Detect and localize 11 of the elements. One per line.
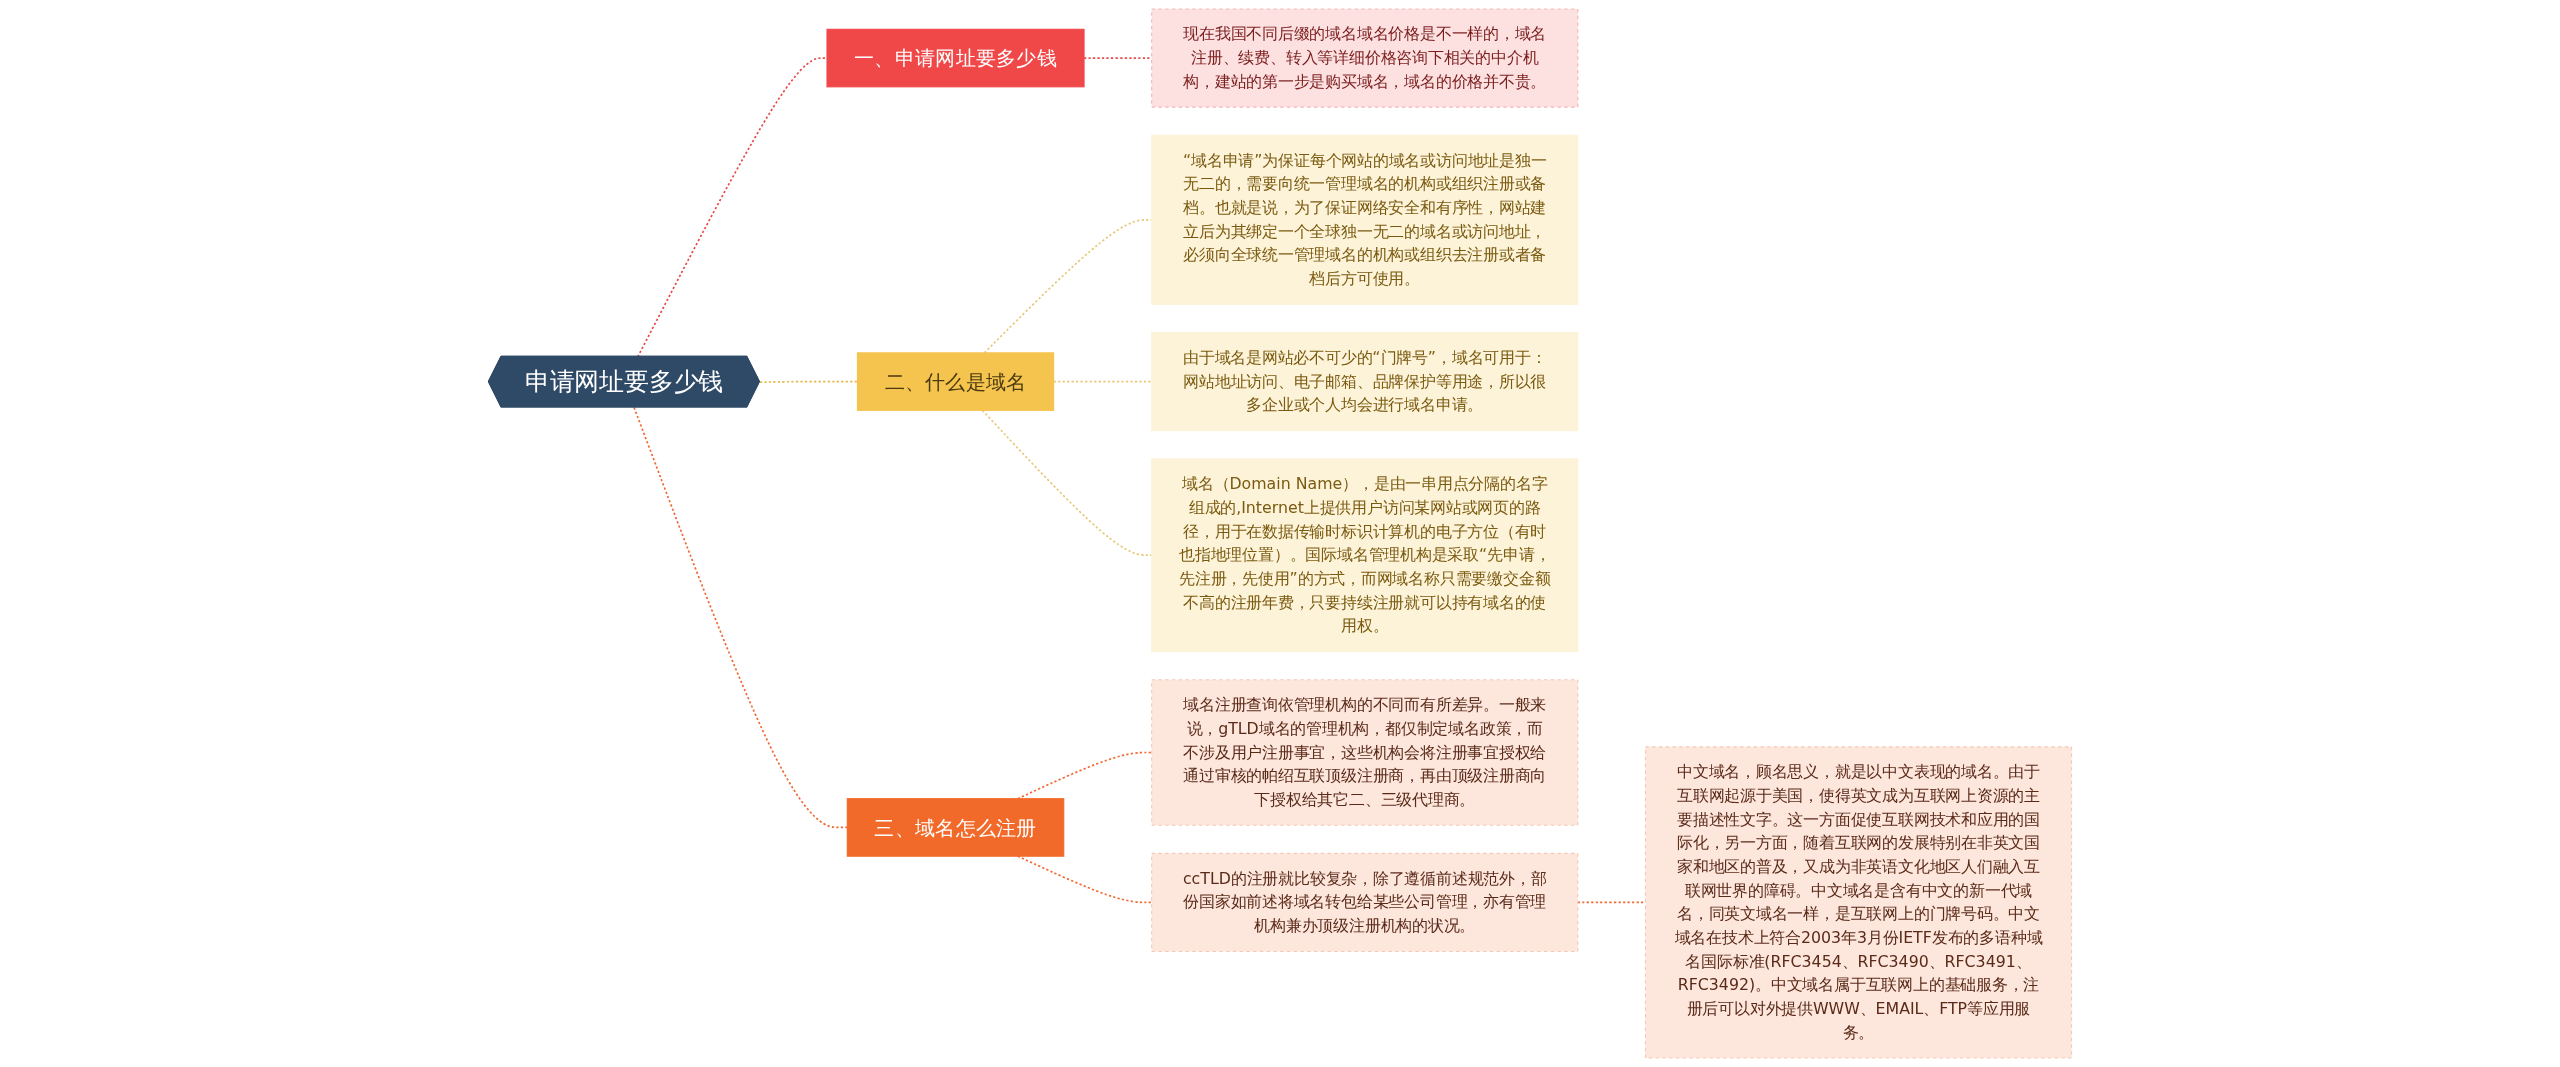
node-box: 一、申请网址要多少钱 (826, 28, 1085, 88)
node-box: 域名（Domain Name），是由一串用点分隔的名字组成的,Internet上提供用户访问某网站或网页的路径，用于在数据传输时标识计算机的电子方位（有时也指地理位置）。国际域名管理机构是采取“先申请，先注册，先使用”的方式，而网域名称只需要缴交金额不高的注册年费，只要持续注册就可以持有域名的使用权。 (1151, 458, 1579, 653)
node-box: 中文域名，顾名思义，就是以中文表现的域名。由于互联网起源于美国，使得英文成为互联网上资源的主要描述性文字。这一方面促使互联网技术和应用的国际化，另一方面，随着互联网的发展特别在非英文国家和地区的普及，又成为非英语文化地区人们融入互联网世界的障碍。中文域名是含有中文的新一代域名，同英文域名一样，是互联网上的门牌号码。中文域名在技术上符合2003年3月份IETF发布的多语种域名国际标准(RFC3454、RFC3490、RFC3491、RFC3492)。中文域名属于互联网上的基础服务，注册后可以对外提供WWW、EMAIL、FTP等应用服务。 (1644, 746, 2073, 1059)
node-box: 三、域名怎么注册 (846, 798, 1065, 857)
node-box: ccTLD的注册就比较复杂，除了遵循前述规范外，部份国家如前述将域名转包给某些公司管理，亦有管理机构兼办顶级注册机构的状况。 (1151, 852, 1579, 952)
node-box: 二、什么是域名 (856, 352, 1055, 411)
node-box: 由于域名是网站必不可少的“门牌号”，域名可用于：网站地址访问、电子邮箱、品牌保护等用途，所以很多企业或个人均会进行域名申请。 (1151, 332, 1579, 432)
node-box: 域名注册查询依管理机构的不同而有所差异。一般来说，gTLD域名的管理机构，都仅制定域名政策，而不涉及用户注册事宜，这些机构会将注册事宜授权给通过审核的帕绍互联顶级注册商，再由顶级注册商向下授权给其它二、三级代理商。 (1151, 679, 1579, 826)
connector (636, 57, 828, 358)
node-box: “域名申请”为保证每个网站的域名或访问地址是独一无二的，需要向统一管理域名的机构或组织注册或备档。也就是说，为了保证网络安全和有序性，网站建立后为其绑定一个全球独一无二的域名或访问地址，必须向全球统一管理域名的机构或组织去注册或者备档后方可使用。 (1151, 134, 1579, 305)
node-box: 现在我国不同后缀的域名域名价格是不一样的，域名注册、续费、转入等详细价格咨询下相关的中介机构，建站的第一步是购买域名，域名的价格并不贵。 (1151, 8, 1579, 108)
